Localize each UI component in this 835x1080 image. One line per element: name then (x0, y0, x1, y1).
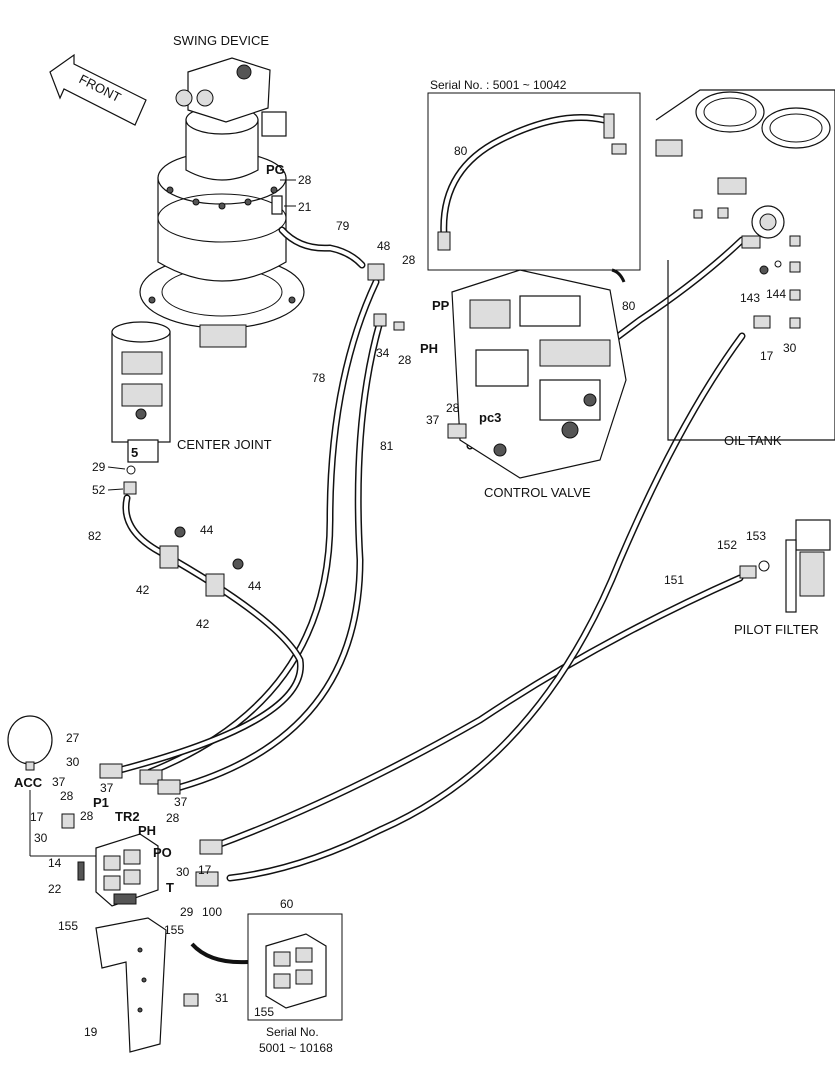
center-joint-drawing (111, 321, 171, 463)
part-30-tank: 30 (783, 341, 797, 355)
part-27: 27 (66, 731, 80, 745)
pilot-filter-drawing (739, 519, 831, 613)
front-arrow (49, 53, 147, 126)
bottom-inset (190, 913, 343, 1021)
part-28-ph: 28 (398, 353, 412, 367)
hose-group (116, 114, 746, 882)
part-37-pc3: 37 (426, 413, 440, 427)
part-48: 48 (377, 239, 391, 253)
part-28-top: 28 (402, 253, 416, 267)
part-30-block: 30 (34, 831, 48, 845)
po-port-label: PO (153, 845, 172, 860)
top-inset-serial: Serial No. : 5001 ~ 10042 (430, 78, 567, 92)
top-inset (427, 92, 641, 283)
part-28-c: 28 (166, 811, 180, 825)
part-17-tank: 17 (760, 349, 774, 363)
pilot-filter-heading: PILOT FILTER (734, 622, 819, 637)
part-153: 153 (746, 529, 766, 543)
part-28-a: 28 (60, 789, 74, 803)
clamp-parts (159, 526, 244, 597)
part-155-b: 155 (164, 923, 184, 937)
ph-block-port-label: PH (138, 823, 156, 838)
part-21: 21 (298, 200, 312, 214)
part-14: 14 (48, 856, 62, 870)
part-42-b: 42 (196, 617, 210, 631)
part-19: 19 (84, 1025, 98, 1039)
tee-fitting (367, 263, 405, 331)
center-joint-heading: CENTER JOINT (177, 437, 272, 452)
part-82: 82 (88, 529, 102, 543)
part-155-inset: 155 (254, 1005, 274, 1019)
pp-port-label: PP (432, 298, 450, 313)
bottom-inset-serial-line1: Serial No. (266, 1025, 319, 1039)
part-17-po: 17 (198, 863, 212, 877)
part-37-a: 37 (52, 775, 66, 789)
oil-tank-drawing (655, 89, 835, 441)
pc3-port-label: pc3 (479, 410, 501, 425)
part-78: 78 (312, 371, 326, 385)
part-143: 143 (740, 291, 760, 305)
part-52: 52 (92, 483, 106, 497)
part-80-inset: 80 (454, 144, 468, 158)
part-44-b: 44 (248, 579, 262, 593)
part-28-pg: 28 (298, 173, 312, 187)
ph-valve-port-label: PH (420, 341, 438, 356)
control-valve-drawing (447, 269, 627, 479)
part-81: 81 (380, 439, 394, 453)
part-144: 144 (766, 287, 786, 301)
part-30-acc: 30 (66, 755, 80, 769)
part-29-t: 29 (180, 905, 194, 919)
t-port-label: T (166, 880, 174, 895)
oil-tank-heading: OIL TANK (724, 433, 782, 448)
part-42-a: 42 (136, 583, 150, 597)
part-155-a: 155 (58, 919, 78, 933)
part-80-right: 80 (622, 299, 636, 313)
swing-device-heading: SWING DEVICE (173, 33, 269, 48)
part-100: 100 (202, 905, 222, 919)
part-44-a: 44 (200, 523, 214, 537)
bracket-drawing (95, 917, 199, 1053)
center-joint-port-5: 5 (131, 445, 138, 460)
part-37-b: 37 (100, 781, 114, 795)
part-151: 151 (664, 573, 684, 587)
part-60: 60 (280, 897, 294, 911)
part-152: 152 (717, 538, 737, 552)
swing-device-drawing (139, 57, 305, 348)
part-79: 79 (336, 219, 350, 233)
part-30-po: 30 (176, 865, 190, 879)
part-28-pc3: 28 (446, 401, 460, 415)
bottom-inset-serial-line2: 5001 ~ 10168 (259, 1041, 333, 1055)
part-29-cj: 29 (92, 460, 106, 474)
part-31: 31 (215, 991, 229, 1005)
part-34: 34 (376, 346, 390, 360)
valve-block-drawing (61, 763, 223, 907)
p1-port-label: P1 (93, 795, 109, 810)
pg-port-label: PG (266, 162, 285, 177)
part-28-b: 28 (80, 809, 94, 823)
part-17-block: 17 (30, 810, 44, 824)
part-22: 22 (48, 882, 62, 896)
control-valve-heading: CONTROL VALVE (484, 485, 591, 500)
tr2-port-label: TR2 (115, 809, 140, 824)
acc-port-label: ACC (14, 775, 43, 790)
part-37-c: 37 (174, 795, 188, 809)
accumulator-drawing (7, 715, 110, 857)
